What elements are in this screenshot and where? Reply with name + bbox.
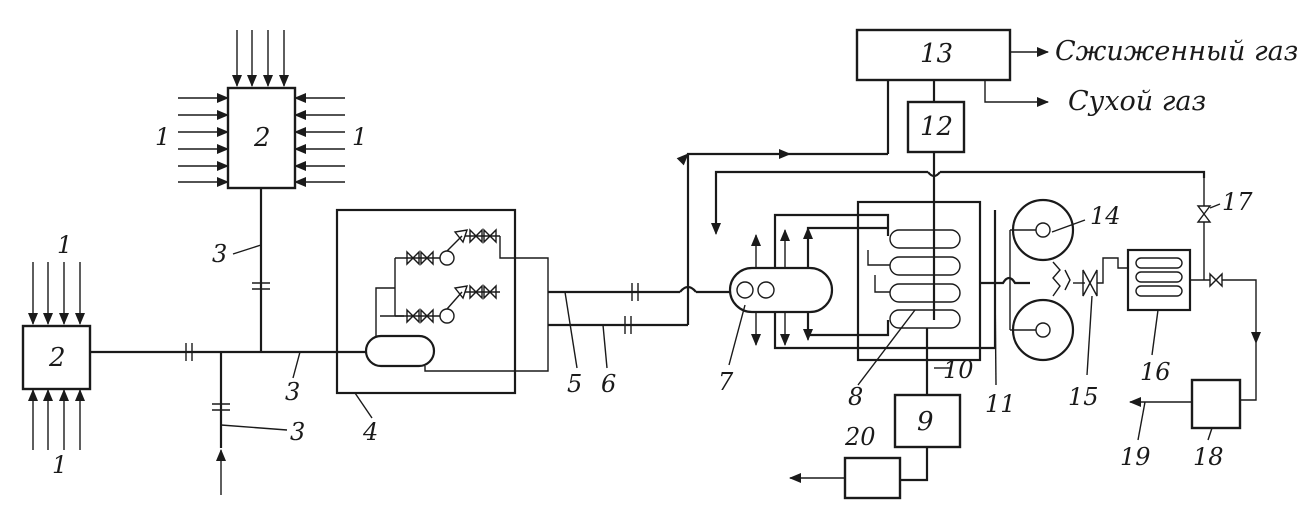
block-13-label: 13 — [920, 39, 953, 69]
block-12 — [906, 100, 966, 154]
label-16: 16 — [1140, 358, 1171, 386]
well-group-top: 2 1 1 — [155, 30, 367, 190]
unit-10-enclosure — [856, 200, 982, 362]
exchanger-1 — [889, 229, 961, 249]
label-6: 6 — [601, 370, 616, 398]
label-1-top-right: 1 — [352, 123, 367, 151]
label-17: 17 — [1222, 188, 1253, 216]
separator-vessel — [364, 334, 436, 368]
label-3-upper: 3 — [212, 240, 227, 268]
label-1-top-left: 1 — [155, 123, 170, 151]
block-2-left — [21, 324, 92, 391]
block-20 — [843, 456, 902, 500]
label-4: 4 — [362, 418, 378, 446]
block-13 — [855, 28, 1012, 82]
unit-4-enclosure — [335, 208, 517, 395]
label-10: 10 — [943, 356, 974, 384]
block-20-label: 20 — [844, 423, 876, 451]
unit-18 — [1190, 378, 1242, 430]
output-dry-gas: Сухой газ — [1068, 86, 1206, 117]
block-2-top-label: 2 — [253, 123, 271, 153]
exchanger-4 — [889, 309, 961, 329]
exchanger-3 — [889, 283, 961, 303]
valve-15 — [1082, 269, 1098, 297]
compressor-14 — [1009, 198, 1075, 362]
label-3-lower: 3 — [290, 418, 305, 446]
label-8: 8 — [848, 383, 863, 411]
block-12-label: 12 — [920, 112, 953, 142]
block-2-left-label: 2 — [48, 343, 66, 373]
label-15: 15 — [1068, 383, 1099, 411]
exchanger-2 — [889, 256, 961, 276]
output-liquefied-gas: Сжиженный газ — [1055, 36, 1298, 67]
upper-pump-group — [394, 228, 549, 316]
label-5: 5 — [567, 370, 582, 398]
label-18: 18 — [1193, 443, 1224, 471]
label-11: 11 — [985, 390, 1016, 418]
valve-17 — [1196, 205, 1212, 223]
absorber-7 — [728, 266, 834, 314]
well-group-left: 2 1 1 — [21, 231, 92, 479]
label-14: 14 — [1090, 202, 1121, 230]
label-1-left-bottom: 1 — [52, 451, 67, 479]
label-1-left-top: 1 — [57, 231, 72, 259]
label-19: 19 — [1120, 443, 1151, 471]
label-3-mid: 3 — [285, 378, 300, 406]
block-9-label: 9 — [917, 407, 934, 437]
label-7: 7 — [718, 368, 734, 396]
lower-pump-group — [395, 284, 500, 324]
